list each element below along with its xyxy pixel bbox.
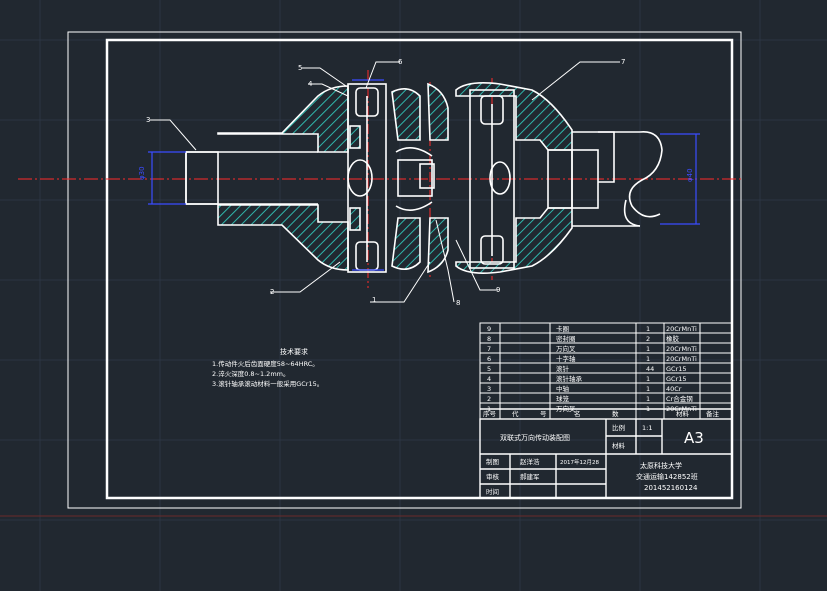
parts-cell-name: 滚针轴承 [556,374,583,383]
parts-cell-no: 1 [487,405,491,413]
callout-6: 6 [398,58,403,66]
callout-9: 9 [496,286,500,294]
tech-line-1: 1.传动件火后齿面硬度58~64HRC。 [212,359,319,368]
callout-3: 3 [146,116,150,124]
parts-cell-qty: 44 [646,365,654,373]
tech-title: 技术要求 [280,347,308,356]
header-name: 名 [574,409,581,418]
parts-cell-no: 5 [487,365,491,373]
parts-cell-material: 橡胶 [666,334,680,343]
parts-cell-name: 中轴 [556,384,570,393]
dim-left: φ30 [138,166,146,180]
parts-rows: 9 卡圈 1 20CrMnTi 8 密封圈 2 橡胶 7 万向叉 1 20CrMnTi 6 十字轴 1 20C… [487,324,697,413]
parts-cell-qty: 2 [646,335,650,343]
parts-cell-qty: 1 [646,385,650,393]
parts-table [479,322,733,420]
parts-cell-material: GCr15 [666,365,687,373]
drawn-by: 赵洋浩 [520,457,540,466]
parts-cell-qty: 1 [646,395,650,403]
student-id: 201452160124 [644,484,698,492]
parts-cell-qty: 1 [646,375,650,383]
parts-cell-name: 十字轴 [556,354,576,363]
header-code-a: 代 [512,409,519,418]
sheet-size: A3 [684,429,704,447]
callout-2: 2 [270,288,274,296]
approve-label: 时间 [486,487,499,496]
check-label: 审核 [486,472,500,481]
scale-label: 比例 [612,423,625,432]
parts-header: 序号 代 号 名 数 材料 备注 [483,409,720,418]
title-block [479,418,733,499]
parts-cell-name: 滚针 [556,364,570,373]
tech-line-2: 2.淬火深度0.8~1.2mm。 [212,369,290,378]
tech-line-3: 3.滚针轴承滚动材料一般采用GCr15。 [212,379,323,388]
parts-cell-material: 20CrMnTi [666,355,697,363]
sheet-inner-frame [105,38,734,500]
center-section [391,82,449,274]
callout-5: 5 [298,64,302,72]
parts-cell-no: 7 [487,345,491,353]
parts-cell-material: 20CrMnTi [666,405,697,413]
parts-cell-material: 20CrMnTi [666,345,697,353]
header-note: 备注 [706,409,720,418]
parts-cell-name: 卡圈 [556,324,569,333]
parts-cell-no: 2 [487,395,491,403]
callout-1: 1 [372,296,376,304]
parts-cell-no: 4 [487,375,491,383]
class-name: 交通运输142852班 [636,472,698,481]
right-shaft [571,131,663,227]
left-yoke [185,85,349,271]
parts-cell-material: Cr合金钢 [666,394,693,403]
callout-7: 7 [621,58,625,66]
parts-cell-no: 3 [487,385,491,393]
parts-cell-qty: 1 [646,325,650,333]
header-qty: 数 [612,409,619,418]
material-label: 材料 [612,441,626,450]
checked-by: 郝建军 [520,472,540,481]
parts-cell-qty: 1 [646,355,650,363]
parts-cell-name: 万向叉 [556,344,576,353]
parts-cell-qty: 1 [646,345,650,353]
parts-cell-name: 球笼 [556,394,570,403]
scale-value: 1:1 [642,424,652,432]
left-bearing-assembly [347,83,387,273]
dimensions [148,79,700,271]
parts-cell-name: 密封圈 [556,334,576,343]
leader-lines [150,61,620,303]
drawing-title: 双联式万向传动装配图 [500,433,570,442]
callout-labels: 3 5 4 6 7 2 1 8 9 [146,58,625,307]
header-code-b: 号 [540,410,547,418]
parts-cell-material: GCr15 [666,375,687,383]
parts-cell-material: 40Cr [666,385,682,393]
drawn-label: 制图 [486,457,499,466]
title-block-text: 双联式万向传动装配图 比例 1:1 材料 A3 制图 赵洋浩 2017年12月2… [486,423,704,496]
school-name: 太原科技大学 [640,461,682,470]
header-material: 材料 [676,409,690,418]
parts-cell-no: 9 [487,325,491,333]
dim-right: φ40 [686,168,694,182]
right-yoke [455,82,573,274]
parts-cell-name: 万向叉 [556,404,576,413]
sheet-outer-frame [67,31,742,509]
parts-cell-qty: 1 [646,405,650,413]
parts-cell-no: 8 [487,335,491,343]
callout-4: 4 [308,80,313,88]
parts-cell-no: 6 [487,355,491,363]
parts-cell-material: 20CrMnTi [666,325,697,333]
callout-8: 8 [456,299,460,307]
tech-requirements: 技术要求 1.传动件火后齿面硬度58~64HRC。 2.淬火深度0.8~1.2m… [212,347,323,388]
header-no: 序号 [483,409,497,418]
drawn-date: 2017年12月28 [560,458,599,466]
